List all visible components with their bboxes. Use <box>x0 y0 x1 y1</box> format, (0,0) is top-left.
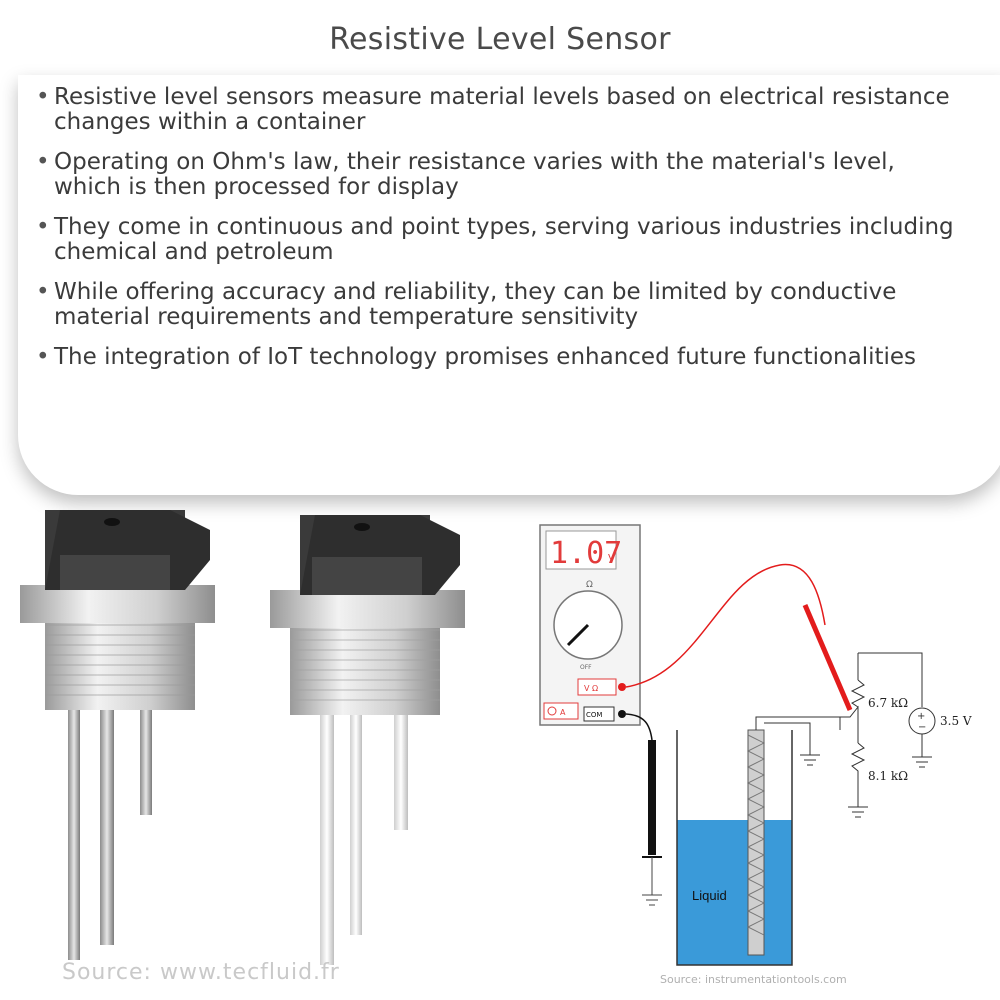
bullet-item: They come in continuous and point types,… <box>36 215 956 265</box>
probe-left <box>20 510 215 960</box>
multimeter: 1.07 V Ω OFF V Ω A COM <box>539 524 641 726</box>
black-probe <box>648 740 656 855</box>
port-com-label[interactable]: COM <box>586 711 602 719</box>
bullet-item: While offering accuracy and reliability,… <box>36 280 956 330</box>
svg-text:−: − <box>918 722 926 733</box>
resistor-top <box>850 679 866 708</box>
port-v-label[interactable]: V Ω <box>584 684 598 693</box>
probe-right <box>270 515 465 965</box>
meter-unit: V <box>608 553 615 564</box>
dial-ohm-label: Ω <box>586 580 593 590</box>
svg-text:+: + <box>917 711 925 722</box>
source-voltage-label: 3.5 V <box>940 714 972 728</box>
port-a-label[interactable]: A <box>560 708 566 717</box>
resistor-top-label: 6.7 kΩ <box>868 696 908 710</box>
dial-off-label: OFF <box>580 664 592 671</box>
source-caption-left: Source: www.tecfluid.fr <box>62 960 340 985</box>
sensor-probes-illustration <box>20 510 465 965</box>
resistor-bottom <box>850 742 866 795</box>
circuit-diagram: 1.07 V Ω OFF V Ω A COM Liquid 6.7 <box>539 524 972 966</box>
bullet-list: Resistive level sensors measure material… <box>36 85 956 385</box>
resistor-bottom-label: 8.1 kΩ <box>868 769 908 783</box>
red-probe <box>802 604 853 711</box>
red-test-lead <box>625 563 826 688</box>
source-caption-right: Source: instrumentationtools.com <box>660 973 847 986</box>
bullet-item: Resistive level sensors measure material… <box>36 85 956 135</box>
liquid-label: Liquid <box>692 888 727 903</box>
page-title: Resistive Level Sensor <box>329 22 671 57</box>
meter-reading: 1.07 <box>550 536 622 571</box>
bullet-item: Operating on Ohm's law, their resistance… <box>36 150 956 200</box>
bullet-item: The integration of IoT technology promis… <box>36 345 956 371</box>
liquid-tank: Liquid <box>676 730 793 966</box>
